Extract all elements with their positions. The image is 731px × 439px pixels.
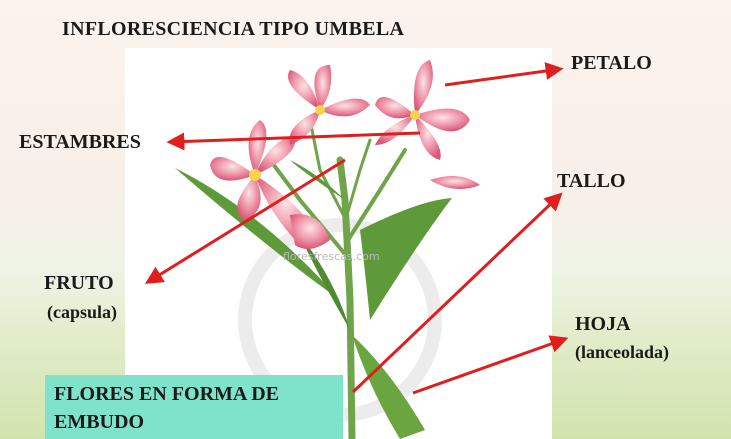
callout-line-2: EMBUDO [54,411,144,433]
stems [268,118,407,439]
label-hoja: HOJA [575,313,631,335]
flowers [210,60,480,249]
arrows [144,62,569,395]
label-estambres: ESTAMBRES [19,131,141,153]
arrow-tallo [351,192,563,394]
slide-title: INFLORESCIENCIA TIPO UMBELA [62,18,405,40]
label-fruto-sub: (capsula) [47,302,118,322]
arrow-petalo [444,62,564,87]
arrow-fruto [144,158,346,284]
callout-box: FLORES EN FORMA DE EMBUDO [45,375,343,439]
callout-line-1: FLORES EN FORMA DE [54,383,280,405]
leaves [175,160,452,439]
label-fruto: FRUTO [44,272,114,294]
watermark-text: floresfrescas.com [283,250,380,263]
label-hoja-sub: (lanceolada) [575,342,669,362]
label-tallo: TALLO [557,170,626,192]
arrow-hoja [412,335,569,395]
arrow-estambres [166,131,421,151]
label-petalo: PETALO [571,52,652,74]
